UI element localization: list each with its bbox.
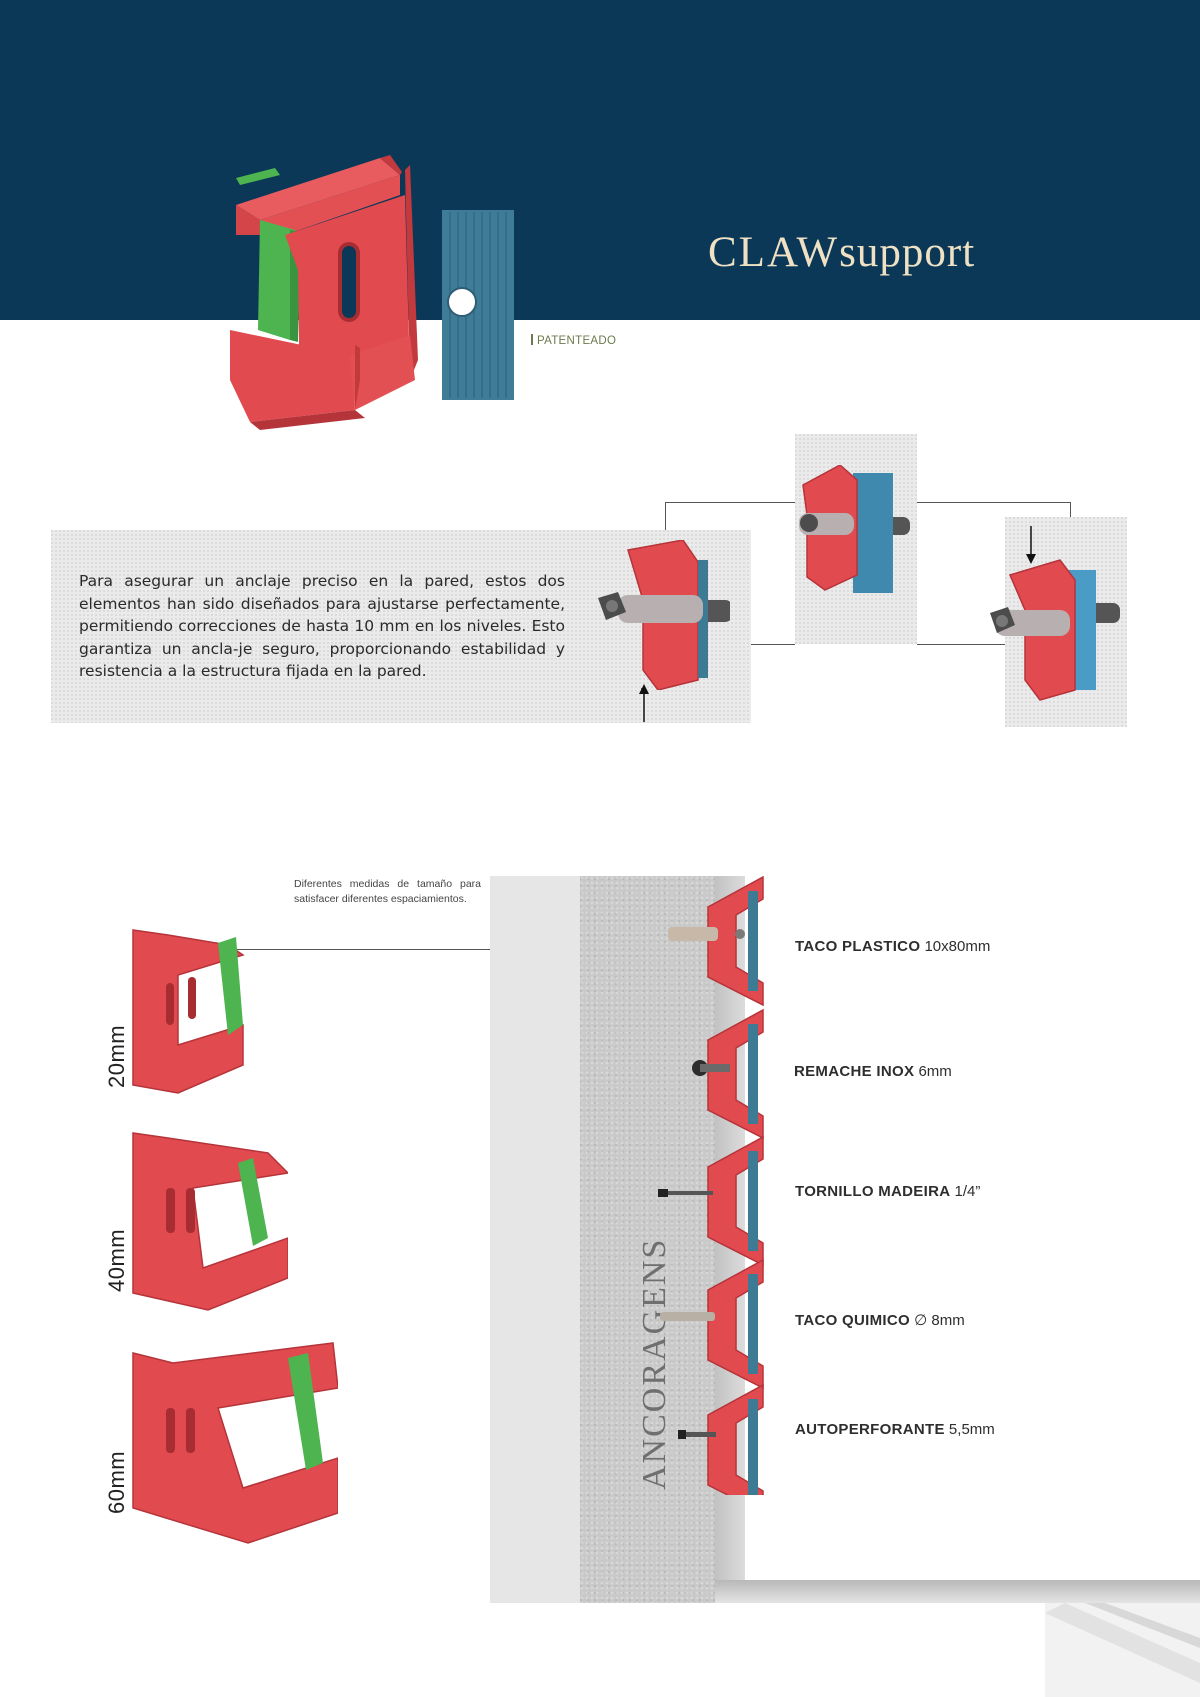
note-connector-line	[236, 949, 490, 950]
connector-line	[751, 644, 795, 645]
anchor-clip-1	[707, 876, 764, 1006]
claw-support-hero-image	[230, 155, 514, 430]
clip-20mm-image	[132, 929, 245, 1094]
size-label-60mm: 60mm	[104, 1450, 129, 1514]
arrow-down-icon	[1026, 526, 1036, 564]
anchor-label-taco-plastico: TACO PLASTICO 10x80mm	[795, 938, 991, 955]
anchor-label-taco-quimico: TACO QUIMICO ∅ 8mm	[795, 1312, 965, 1329]
wood-screw-icon	[658, 1189, 713, 1197]
anchor-label-remache-inox: REMACHE INOX 6mm	[794, 1063, 952, 1080]
sizes-note: Diferentes medidas de tamaño para satisf…	[294, 878, 481, 905]
anchor-clip-5	[707, 1384, 764, 1495]
connector-line	[1070, 502, 1071, 517]
rivet-icon	[692, 1060, 730, 1076]
patent-label: PATENTEADO	[531, 334, 616, 347]
clip-60mm-image	[132, 1342, 338, 1544]
self-drilling-screw-icon	[678, 1430, 716, 1439]
assembly-step-2-image	[799, 465, 910, 593]
clip-40mm-image	[132, 1132, 288, 1311]
assembly-step-3-image	[990, 559, 1120, 701]
connector-line	[665, 502, 795, 503]
plastic-plug-icon	[668, 927, 745, 941]
anchor-clips-column	[658, 876, 764, 1495]
anchor-label-tornillo-madeira: TORNILLO MADEIRA 1/4”	[795, 1183, 981, 1200]
assembly-step-1-image	[598, 540, 730, 690]
connector-line	[917, 502, 1071, 503]
anchor-clip-3	[707, 1136, 764, 1266]
intro-description: Para asegurar un anclaje preciso en la p…	[79, 572, 565, 680]
wall-surface-light	[490, 876, 580, 1603]
anchor-label-autoperforante: AUTOPERFORANTE 5,5mm	[795, 1421, 995, 1438]
floor-shadow	[715, 1580, 1200, 1603]
size-label-40mm: 40mm	[104, 1228, 129, 1292]
anchor-clip-2	[707, 1009, 764, 1139]
decorative-corner-image	[1045, 1603, 1200, 1697]
connector-line	[665, 502, 666, 530]
brand-title: CLAWsupport	[708, 229, 976, 276]
anchor-clip-4	[707, 1259, 764, 1389]
size-label-20mm: 20mm	[104, 1024, 129, 1088]
chemical-anchor-icon	[660, 1312, 715, 1321]
connector-line	[917, 644, 1005, 645]
arrow-up-icon	[639, 684, 649, 722]
header-banner	[0, 0, 1200, 320]
